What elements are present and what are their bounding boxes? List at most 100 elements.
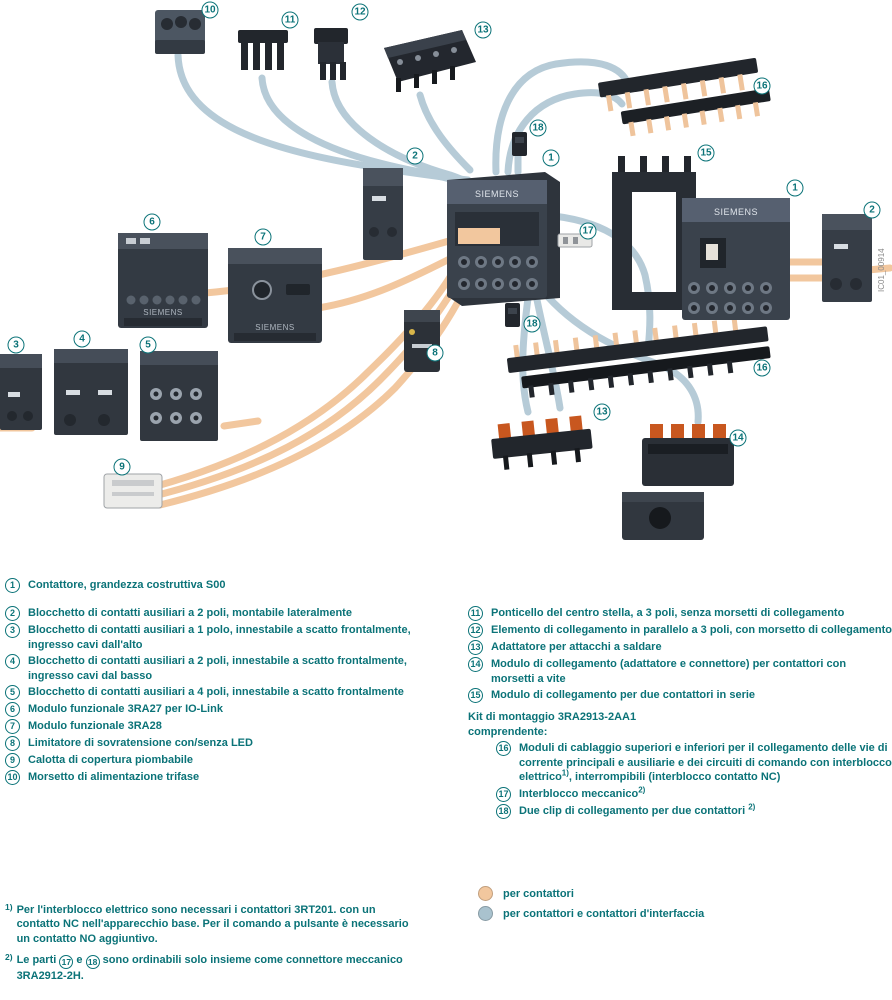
comp-16-wiring-module-top <box>598 58 771 137</box>
legend-item-1: 1 Contattore, grandezza costruttiva S00 <box>5 578 455 593</box>
callout-2: 2 <box>863 201 881 219</box>
footnote-text-part: Le parti <box>16 953 60 966</box>
footnote-marker: 1) <box>5 902 13 912</box>
legend-item-8: 8 Limitatore di sovratensione con/senza … <box>5 736 455 752</box>
callout-4: 4 <box>73 330 91 348</box>
comp-13-solder-adapter-bottom <box>491 415 593 470</box>
brand-label: SIEMENS <box>255 323 295 332</box>
legend-item-13: 13 Adattatore per attacchi a saldare <box>468 640 892 655</box>
item-text: Blocchetto di contatti ausiliari a 4 pol… <box>28 686 404 699</box>
callout-9: 9 <box>113 458 131 476</box>
callout-3: 3 <box>7 336 25 354</box>
item-text: Blocchetto di contatti ausiliari a 2 pol… <box>28 655 407 682</box>
footnote-ref: 2) <box>638 784 646 794</box>
legend-item-4: 4 Blocchetto di contatti ausiliari a 2 p… <box>5 654 455 683</box>
footnote-text-part: e <box>73 953 86 966</box>
item-text: Contattore, grandezza costruttiva S00 <box>28 579 226 591</box>
kit-subtitle: comprendente: <box>468 725 548 738</box>
legend-item-7: 7 Modulo funzionale 3RA28 <box>5 719 455 735</box>
item-text-part: Interblocco meccanico <box>519 787 639 800</box>
comp-14-connection-module <box>622 424 734 540</box>
comp-4-aux-block-2pole <box>54 349 128 435</box>
item-text: Elemento di collegamento in parallelo a … <box>491 624 892 636</box>
item-text: Limitatore di sovratensione con/senza LE… <box>28 737 253 750</box>
callout-8: 8 <box>426 344 444 362</box>
footnote-text: Per l'interblocco elettrico sono necessa… <box>16 904 409 945</box>
kit-items: 16 Moduli di cablaggio superiori e infer… <box>496 741 892 819</box>
callout-1: 1 <box>786 179 804 197</box>
legend-item-18: 18 Due clip di collegamento per due cont… <box>496 802 892 819</box>
comp-1-contactor-right: SIEMENS <box>682 198 790 320</box>
item-number: 12 <box>468 623 483 638</box>
callout-16: 16 <box>753 359 771 377</box>
brand-label: SIEMENS <box>143 308 183 317</box>
comp-9-sealing-cover <box>103 473 163 509</box>
legend-item-15: 15 Modulo di collegamento per due contat… <box>468 688 892 704</box>
inline-callout-17: 17 <box>59 955 74 970</box>
callout-6: 6 <box>143 213 161 231</box>
comp-11-star-jumper <box>238 30 288 70</box>
comp-16-wiring-module-bottom <box>507 317 771 398</box>
item-text: Modulo funzionale 3RA27 per IO-Link <box>28 703 223 716</box>
footnote-text-part: sono ordinabili solo insieme come connet… <box>16 953 403 983</box>
brand-label: SIEMENS <box>714 207 758 217</box>
item-number: 9 <box>5 753 20 769</box>
item-number: 8 <box>5 736 20 752</box>
callout-11: 11 <box>281 11 299 29</box>
color-legend: per contattori per contattori e contatto… <box>478 886 704 926</box>
brand-label: SIEMENS <box>475 189 519 199</box>
legend-item-16: 16 Moduli di cablaggio superiori e infer… <box>496 741 892 785</box>
legend-item-2: 2 Blocchetto di contatti ausiliari a 2 p… <box>5 606 455 621</box>
callout-18: 18 <box>529 119 547 137</box>
legend-item-10: 10 Morsetto di alimentazione trifase <box>5 770 455 786</box>
comp-12-parallel-link <box>314 28 348 80</box>
item-text: Due clip di collegamento per due contatt… <box>519 802 755 819</box>
item-text: Moduli di cablaggio superiori e inferior… <box>519 741 892 785</box>
comp-10-three-phase-terminal <box>155 10 205 54</box>
footnote-marker: 2) <box>5 951 13 962</box>
beige-dot <box>478 886 493 901</box>
item-number: 3 <box>5 623 20 638</box>
callout-2: 2 <box>406 147 424 165</box>
item-text: Interblocco meccanico2) <box>519 784 646 802</box>
comp-18-clip-top <box>512 132 527 156</box>
blue-dot <box>478 906 493 921</box>
kit-title: Kit di montaggio 3RA2913-2AA1 <box>468 711 637 724</box>
color-row-contactors: per contattori <box>478 886 704 901</box>
footnotes: 1) Per l'interblocco elettrico sono nece… <box>5 902 409 990</box>
callout-18: 18 <box>523 315 541 333</box>
callout-7: 7 <box>254 228 272 246</box>
diagram-svg: SIEMENS <box>0 10 892 540</box>
legend-item-9: 9 Calotta di copertura piombabile <box>5 753 455 769</box>
item-number: 16 <box>496 741 511 757</box>
item-text: Modulo di collegamento per due contattor… <box>491 689 756 702</box>
item-number: 10 <box>5 770 20 786</box>
item-number: 18 <box>496 803 511 819</box>
comp-13-solder-adapter-top <box>384 30 476 92</box>
item-text: Modulo funzionale 3RA28 <box>28 720 162 733</box>
legend-item-6: 6 Modulo funzionale 3RA27 per IO-Link <box>5 702 455 718</box>
callout-15: 15 <box>697 144 715 162</box>
comp-1-contactor-center: SIEMENS <box>447 172 560 306</box>
item-number: 13 <box>468 640 483 655</box>
legend-left-column: 1 Contattore, grandezza costruttiva S00 … <box>5 578 455 787</box>
comp-18-clip-bottom <box>505 303 520 327</box>
footnote-1: 1) Per l'interblocco elettrico sono nece… <box>5 902 409 946</box>
color-row-interface-contactors: per contattori e contattori d'interfacci… <box>478 906 704 921</box>
item-text-part: Due clip di collegamento per due contatt… <box>519 804 749 817</box>
comp-3-aux-block-1pole <box>0 354 42 430</box>
comp-6-function-module-3ra27: SIEMENS <box>118 233 208 328</box>
comp-2-lateral-aux-block-right <box>822 214 872 302</box>
figure-illustration: SIEMENS <box>0 1 892 540</box>
item-text: Blocchetto di contatti ausiliari a 2 pol… <box>28 607 352 619</box>
item-number: 1 <box>5 578 20 593</box>
item-number: 14 <box>468 657 483 672</box>
legend-item-11: 11 Ponticello del centro stella, a 3 pol… <box>468 606 892 621</box>
callout-13: 13 <box>474 21 492 39</box>
footnote-ref: 1) <box>561 768 569 778</box>
comp-5-aux-block-4pole <box>140 351 218 441</box>
callout-5: 5 <box>139 336 157 354</box>
item-text: Adattatore per attacchi a saldare <box>491 641 662 653</box>
item-number: 5 <box>5 685 20 701</box>
